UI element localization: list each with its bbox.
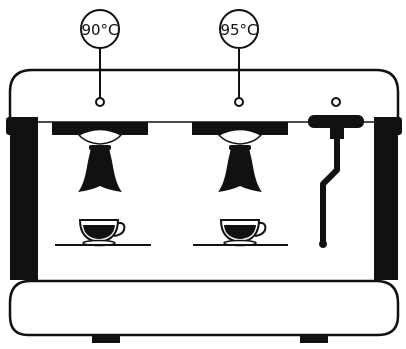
left-panel-bevel [6,117,14,135]
group-head-1-plate [52,122,148,135]
gauge-1-temperature-label: 90°C [81,21,118,39]
portafilter-2-icon [218,148,262,192]
right-panel-bevel [393,117,402,135]
steam-wand-icon [308,115,364,248]
portafilter-1-icon [78,148,122,192]
group-head-2-collar [217,128,263,145]
left-foot [92,335,120,343]
group-1-indicator-dot [95,97,105,107]
cup-1-coffee [83,225,115,239]
steam-wand-pipe [320,136,340,244]
cup-2-handle [254,221,267,237]
espresso-cup-1-icon [78,219,126,247]
group-head-1 [52,122,148,192]
steam-indicator-dot [331,97,341,107]
cup-1-handle [113,221,126,237]
steam-wand-knob [308,115,364,128]
group-head-1-collar [77,128,123,145]
espresso-cup-2-icon [219,219,267,247]
temperature-gauge-group-2: 95°C [219,9,259,98]
group-head-2 [192,122,288,192]
cup-2-coffee [224,225,256,239]
steam-wand-tip [319,240,327,248]
portafilter-1-top [89,145,111,150]
gauge-1-circle [80,9,120,49]
steam-wand-joint [330,127,344,139]
machine-top-housing [8,68,400,117]
right-side-panel [374,117,398,280]
machine-base [8,279,400,337]
temperature-gauge-group-1: 90°C [80,9,120,98]
right-foot [300,335,328,343]
gauge-2-circle [219,9,259,49]
group-2-indicator-dot [234,97,244,107]
gauge-2-temperature-label: 95°C [220,21,257,39]
left-side-panel [10,117,38,280]
group-head-2-plate [192,122,288,135]
portafilter-2-top [229,145,251,150]
